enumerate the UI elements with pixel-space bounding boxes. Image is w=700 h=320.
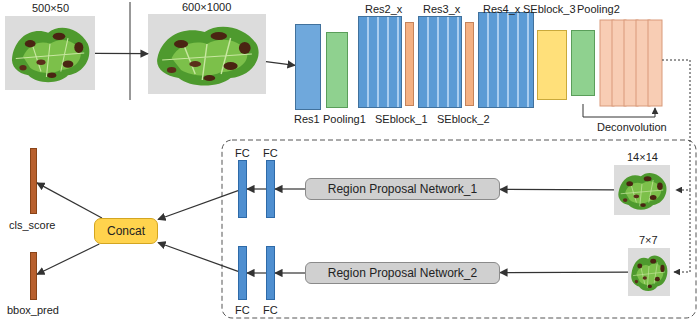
flow-arrow	[247, 188, 266, 189]
layer-label: Res1	[294, 113, 320, 126]
feature-link	[674, 190, 690, 272]
detection-head-frame	[222, 140, 696, 318]
layer-label: 14×14	[627, 151, 658, 164]
layer-label: SEblock_3	[523, 3, 576, 16]
flow-arrow	[500, 189, 614, 191]
layer-label: FC	[235, 304, 250, 317]
flow-arrow	[37, 183, 102, 218]
layer-label: 600×1000	[182, 1, 231, 14]
pooling-layer: Pooling2	[571, 30, 595, 96]
layer-label: Res2_x	[365, 3, 402, 16]
layer-label: 500×50	[32, 2, 69, 15]
se-block: SEblock_2	[465, 22, 474, 106]
layer-label: FC	[235, 147, 250, 160]
layer-label: cls_score	[9, 219, 55, 232]
input-image: 500×50	[5, 16, 95, 90]
flow-arrow	[275, 272, 305, 273]
flow-arrow	[95, 53, 148, 55]
flow-arrow	[266, 62, 295, 66]
layer-label: Res3_x	[423, 3, 460, 16]
annotation-label: Deconvolution	[597, 121, 667, 134]
output-layer: bbox_pred	[30, 252, 37, 300]
resized-image: 600×1000	[148, 14, 266, 94]
fc-layer: FC	[238, 160, 247, 218]
fc-layer: FC	[266, 246, 275, 300]
rpn-box: Region Proposal Network_2	[305, 262, 500, 284]
layer-label: FC	[263, 147, 278, 160]
residual-stack: Res4_x	[478, 12, 534, 108]
layer-label: bbox_pred	[7, 304, 59, 317]
rpn-box: Region Proposal Network_1	[305, 178, 500, 200]
residual-stack: Res2_x	[358, 16, 402, 108]
output-layer: cls_score	[30, 148, 37, 214]
fc-layer: FC	[238, 246, 247, 300]
box-label: Region Proposal Network_2	[328, 267, 477, 280]
se-block: SEblock_1	[405, 22, 414, 106]
residual-block: Res1	[295, 24, 321, 110]
leaf-feature-map	[614, 165, 670, 215]
fc-layer: FC	[266, 160, 275, 218]
flow-arrow	[247, 272, 266, 273]
box-label: Concat	[107, 225, 145, 238]
feature-map: 14×14	[614, 165, 670, 215]
flow-arrow	[158, 191, 238, 220]
leaf-photo	[5, 16, 95, 90]
concat-box: Concat	[94, 218, 158, 244]
pooling-layer: Pooling1	[326, 32, 348, 108]
deconv-stack	[600, 20, 662, 106]
layer-label: SEblock_2	[437, 113, 490, 126]
flow-arrow	[275, 188, 305, 189]
leaf-photo	[148, 14, 266, 94]
layer-label: FC	[263, 304, 278, 317]
leaf-feature-map	[628, 248, 670, 296]
layer-label: SEblock_1	[375, 113, 428, 126]
flow-arrow	[158, 243, 238, 272]
se-block: SEblock_3	[537, 30, 567, 100]
layer-label: Res4_x	[483, 3, 520, 16]
box-label: Region Proposal Network_1	[328, 183, 477, 196]
separator-line	[130, 2, 131, 100]
flow-arrow	[37, 244, 99, 274]
residual-stack: Res3_x	[418, 16, 462, 108]
layer-label: Pooling1	[323, 113, 366, 126]
feature-map: 7×7	[628, 248, 670, 296]
flow-arrow	[500, 271, 628, 273]
layer-label: 7×7	[639, 234, 658, 247]
deconvolution-bracket	[583, 104, 655, 117]
layer-label: Pooling2	[577, 3, 620, 16]
